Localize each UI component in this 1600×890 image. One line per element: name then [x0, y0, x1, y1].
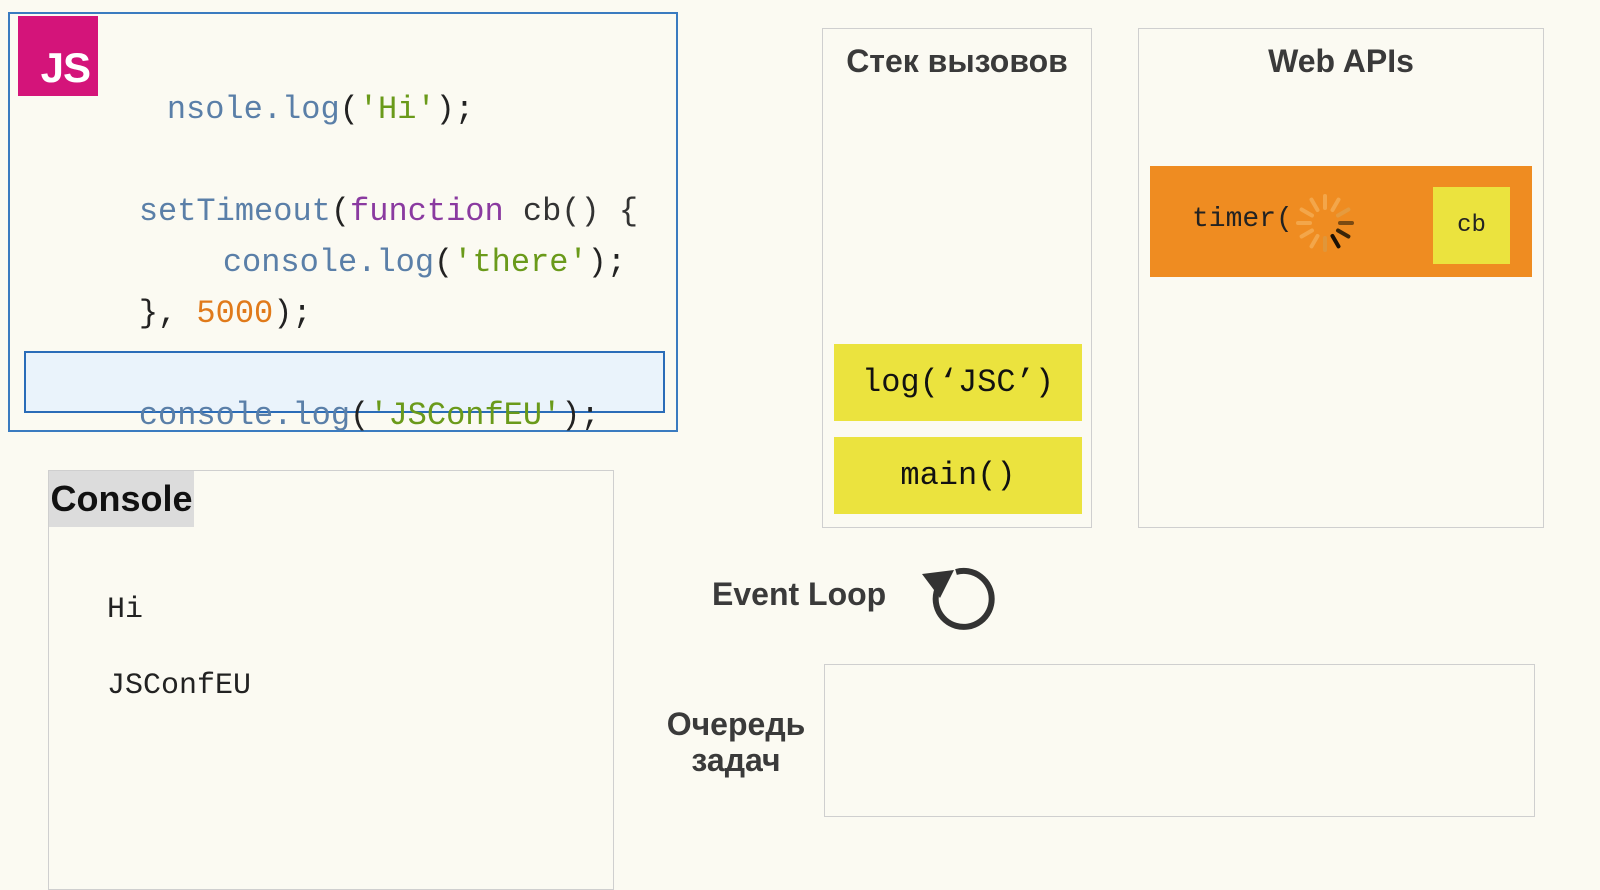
stack-frame: log(‘JSC’) [834, 344, 1082, 421]
code-token: ); [273, 295, 312, 332]
js-logo: JS [18, 16, 98, 96]
console-panel: Console Hi JSConfEU [48, 470, 614, 890]
code-token: }, [138, 295, 197, 332]
code-token: console.log [222, 244, 435, 281]
code-token: ( [330, 193, 351, 230]
code-token: ( [434, 244, 454, 281]
code-editor: JS nsole.log('Hi'); setTimeout(function … [8, 12, 678, 434]
code-token: ( [350, 397, 370, 434]
call-stack-panel: Стек вызовов log(‘JSC’) main() [822, 28, 1092, 528]
call-stack-title: Стек вызовов [846, 43, 1068, 79]
code-token: ); [561, 397, 600, 434]
task-queue-label-line: задач [691, 742, 781, 778]
current-line-highlight [24, 351, 665, 413]
code-token: ); [435, 91, 475, 128]
code-line-1: nsole.log('Hi'); [90, 50, 474, 170]
loading-spinner-icon [1296, 194, 1354, 252]
console-output-line: Hi [107, 593, 144, 627]
code-token: 5000 [196, 295, 274, 332]
event-loop-label: Event Loop [712, 576, 887, 612]
code-token: 'there' [453, 244, 588, 281]
code-token: setTimeout [138, 193, 331, 230]
code-token: console.log [138, 397, 351, 434]
code-line-5: console.log('JSConfEU'); [62, 356, 600, 476]
code-line-4: }, 5000); [62, 254, 312, 374]
event-loop-icon [922, 567, 995, 630]
task-queue-label-line: Очередь [666, 706, 806, 742]
task-queue-label: Очередь задач [660, 706, 812, 778]
console-title: Console [49, 471, 194, 527]
stack-frame: main() [834, 437, 1082, 514]
code-token: 'JSConfEU' [369, 397, 562, 434]
code-token: cb() { [503, 193, 639, 230]
task-queue-panel [824, 664, 1535, 817]
code-line-3: console.log('there'); [146, 203, 626, 323]
code-token: ( [339, 91, 359, 128]
timer-block: timer( cb [1150, 166, 1532, 277]
timer-label: timer( [1192, 204, 1293, 235]
console-output-line: JSConfEU [107, 669, 252, 703]
web-apis-title: Web APIs [1268, 43, 1414, 79]
code-token: nsole.log [166, 91, 340, 128]
web-apis-panel: Web APIs timer( cb [1138, 28, 1544, 528]
callback-block: cb [1433, 187, 1510, 264]
code-token: function [350, 193, 504, 230]
code-token: ); [587, 244, 627, 281]
code-token: 'Hi' [358, 91, 436, 128]
code-line-2: setTimeout(function cb() { [62, 152, 638, 272]
